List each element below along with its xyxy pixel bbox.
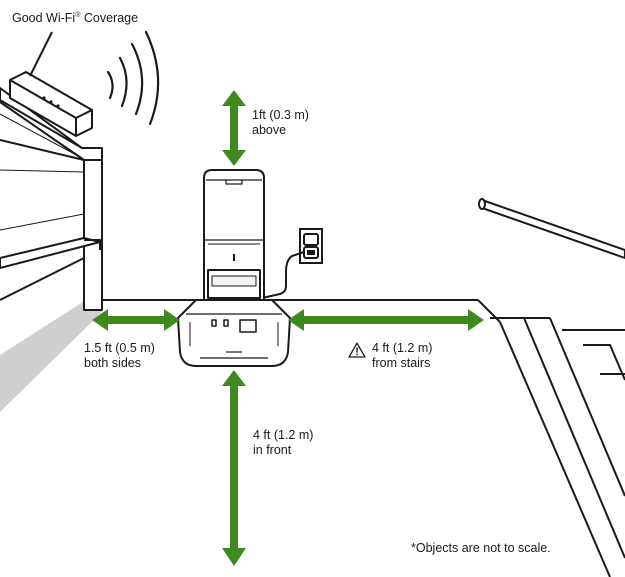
warning-triangle-icon <box>348 342 366 358</box>
wifi-coverage-label: Good Wi-Fi® Coverage <box>12 11 139 25</box>
clearance-arrow-above <box>222 90 246 166</box>
wifi-signal-icon <box>106 30 160 126</box>
clearance-above-label: 1ft (0.3 m) above <box>252 108 309 137</box>
stairs-icon <box>490 317 625 577</box>
handrail-icon <box>478 198 625 260</box>
wall-shade <box>0 300 102 412</box>
clearance-stairs-label: 4 ft (1.2 m) from stairs <box>348 341 432 371</box>
router-icon <box>9 31 93 137</box>
clearance-front-label: 4 ft (1.2 m) in front <box>253 428 314 457</box>
shelf-icon <box>0 87 103 311</box>
clearance-arrow-front <box>222 370 246 566</box>
clearance-arrow-sides <box>92 309 180 331</box>
scale-footnote: *Objects are not to scale. <box>411 541 551 555</box>
clearance-arrow-stairs <box>288 309 484 331</box>
power-outlet-icon <box>261 228 323 299</box>
clearance-sides-label: 1.5 ft (0.5 m) both sides <box>84 341 155 370</box>
dock-icon <box>177 169 291 367</box>
